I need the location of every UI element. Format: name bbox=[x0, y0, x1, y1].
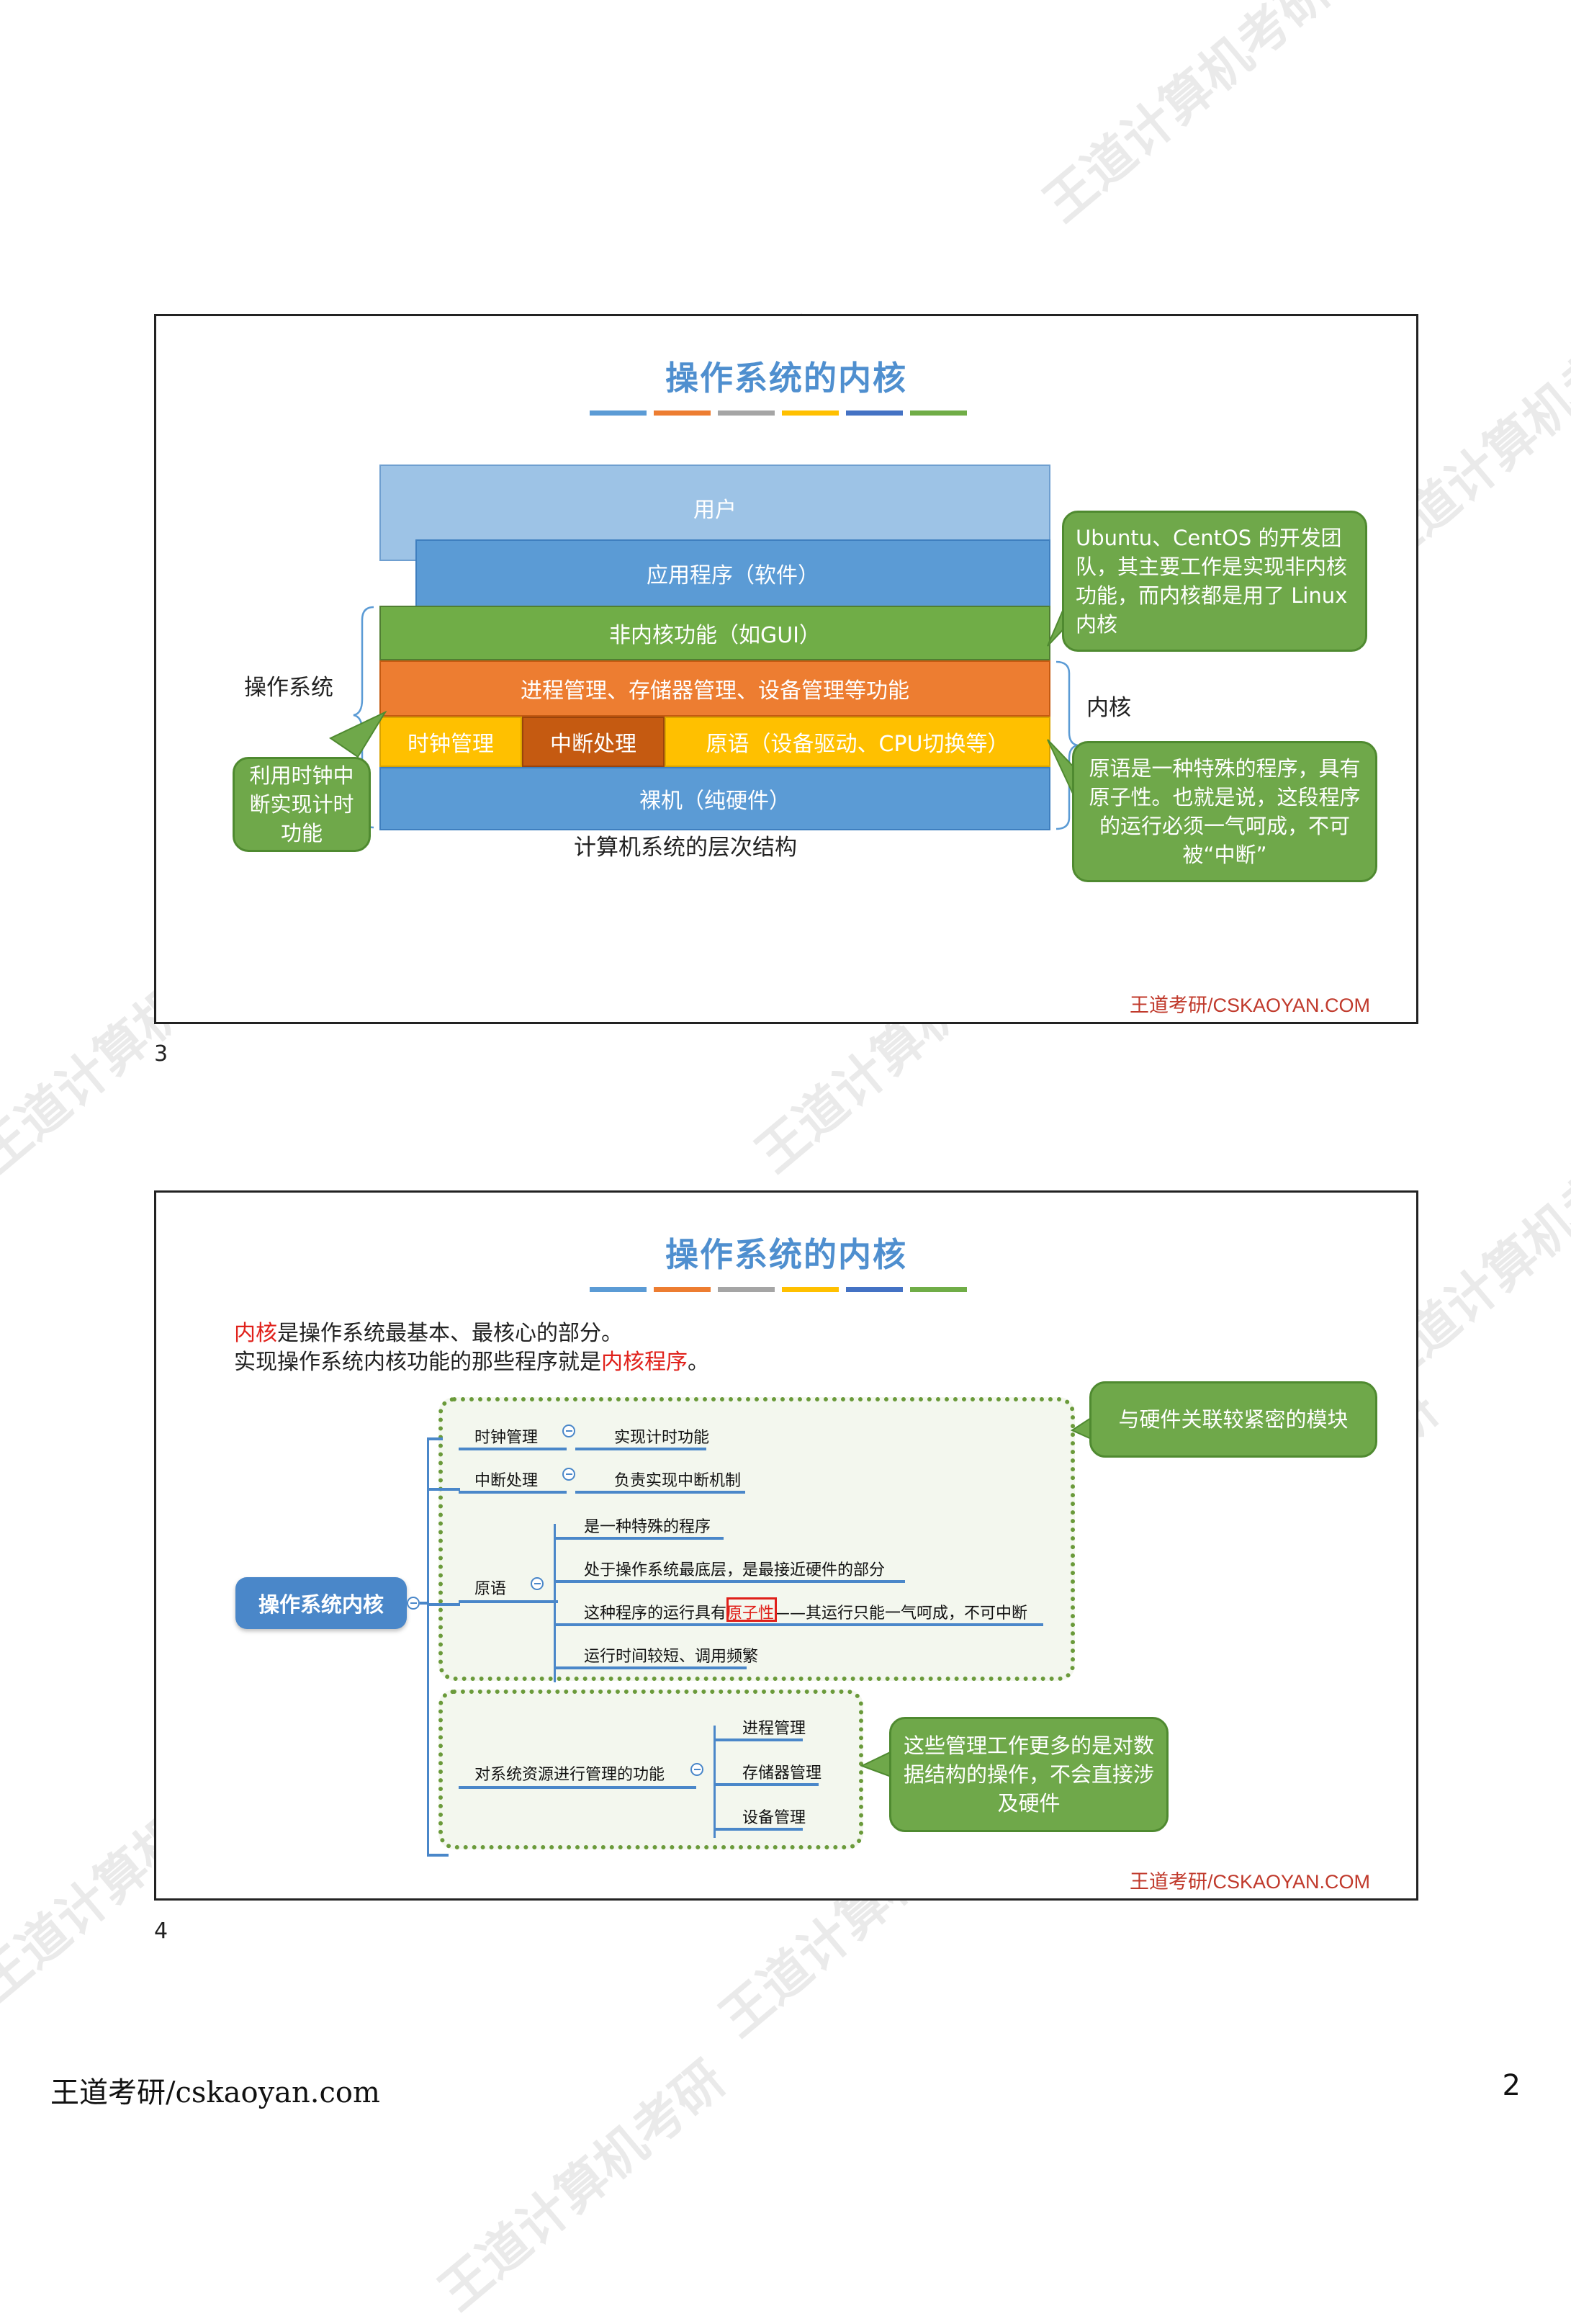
collapse-icon[interactable] bbox=[407, 1597, 420, 1610]
connector bbox=[554, 1524, 556, 1682]
connector bbox=[427, 1854, 449, 1857]
os-label: 操作系统 bbox=[244, 675, 333, 701]
mindmap-root[interactable]: 操作系统内核 bbox=[235, 1577, 407, 1629]
layer-bare-machine: 裸机（纯硬件） bbox=[379, 767, 1050, 830]
connector bbox=[459, 1448, 567, 1450]
layer-label: 非内核功能（如GUI） bbox=[608, 623, 821, 648]
title-bar bbox=[782, 1287, 839, 1292]
title-bar bbox=[654, 1287, 711, 1292]
slide-number: 4 bbox=[154, 1919, 168, 1944]
title-bar bbox=[910, 1287, 967, 1292]
connector bbox=[459, 1600, 558, 1603]
title-bar bbox=[590, 410, 647, 416]
footer-brand: 王道考研/CSKAOYAN.COM bbox=[1129, 1871, 1370, 1893]
connector bbox=[554, 1623, 1043, 1626]
connector bbox=[714, 1726, 716, 1838]
title-bar bbox=[654, 410, 711, 416]
layer-label: 应用程序（软件） bbox=[647, 563, 819, 588]
connector bbox=[427, 1437, 443, 1440]
page-number: 2 bbox=[1502, 2069, 1521, 2102]
callout-data-structures: 这些管理工作更多的是对数据结构的操作，不会直接涉及硬件 bbox=[889, 1717, 1169, 1832]
highlight-box bbox=[726, 1597, 777, 1622]
node-prim-c3[interactable]: 这种程序的运行具有原子性——其运行只能一气呵成，不可中断 bbox=[584, 1605, 1028, 1623]
title-bar bbox=[782, 410, 839, 416]
node-prim-c1[interactable]: 是一种特殊的程序 bbox=[584, 1518, 711, 1536]
node-interrupt-child[interactable]: 负责实现中断机制 bbox=[614, 1472, 742, 1490]
title-bar bbox=[718, 1287, 775, 1292]
intro-line: 实现操作系统内核功能的那些程序就是内核程序。 bbox=[234, 1350, 709, 1375]
intro-text: 内核是操作系统最基本、最核心的部分。 实现操作系统内核功能的那些程序就是内核程序… bbox=[234, 1319, 709, 1377]
page-footer-brand: 王道考研/cskaoyan.com bbox=[50, 2076, 380, 2109]
node-res-c3[interactable]: 设备管理 bbox=[742, 1809, 806, 1827]
connector bbox=[427, 1603, 460, 1606]
slide-title: 操作系统的内核 bbox=[665, 1235, 907, 1274]
layer-clock: 时钟管理 bbox=[379, 717, 522, 767]
title-color-bars bbox=[590, 410, 967, 416]
connector bbox=[575, 1448, 706, 1450]
callout-primitive: 原语是一种特殊的程序，具有原子性。也就是说，这段程序的运行必须一气呵成，不可被“… bbox=[1072, 741, 1377, 882]
collapse-icon[interactable] bbox=[562, 1468, 575, 1481]
slide-kernel-layers: 操作系统的内核 用户 应用程序（软件） 非内核功能（如GUI） 进程管理、存储器… bbox=[154, 314, 1418, 1024]
node-interrupt[interactable]: 中断处理 bbox=[474, 1472, 539, 1490]
connector bbox=[554, 1580, 905, 1583]
connector bbox=[575, 1491, 745, 1494]
connector bbox=[420, 1602, 428, 1605]
layer-process-mgmt: 进程管理、存储器管理、设备管理等功能 bbox=[379, 660, 1050, 717]
callout-pointer bbox=[329, 710, 387, 758]
kernel-label: 内核 bbox=[1086, 695, 1131, 721]
connector bbox=[554, 1537, 724, 1540]
connector bbox=[459, 1491, 567, 1494]
callout-ubuntu: Ubuntu、CentOS 的开发团队，其主要工作是实现非内核功能，而内核都是用… bbox=[1062, 511, 1367, 652]
watermark: 王道计算机考研 bbox=[428, 2049, 737, 2322]
callout-hardware: 与硬件关联较紧密的模块 bbox=[1089, 1381, 1377, 1458]
collapse-icon[interactable] bbox=[562, 1425, 575, 1437]
node-resource[interactable]: 对系统资源进行管理的功能 bbox=[474, 1766, 665, 1784]
layer-primitive: 原语（设备驱动、CPU切换等） bbox=[665, 717, 1050, 767]
collapse-icon[interactable] bbox=[690, 1763, 703, 1776]
layer-non-kernel: 非内核功能（如GUI） bbox=[379, 606, 1050, 660]
node-prim-c2[interactable]: 处于操作系统最底层，是最接近硬件的部分 bbox=[584, 1561, 886, 1579]
node-prim-c4[interactable]: 运行时间较短、调用频繁 bbox=[584, 1648, 759, 1666]
slide-number: 3 bbox=[154, 1041, 168, 1067]
title-bar bbox=[846, 1287, 903, 1292]
layer-label: 时钟管理 bbox=[408, 732, 494, 757]
connector bbox=[427, 1488, 460, 1491]
node-clock-child[interactable]: 实现计时功能 bbox=[614, 1429, 710, 1447]
layer-label: 进程管理、存储器管理、设备管理等功能 bbox=[521, 678, 909, 704]
node-primitive[interactable]: 原语 bbox=[474, 1580, 507, 1598]
connector bbox=[427, 1437, 429, 1855]
resource-group bbox=[438, 1690, 863, 1849]
watermark: 王道计算机考研 bbox=[1032, 0, 1341, 233]
connector bbox=[714, 1738, 803, 1741]
connector bbox=[554, 1666, 747, 1669]
layer-label: 原语（设备驱动、CPU切换等） bbox=[706, 732, 1009, 757]
title-bar bbox=[718, 410, 775, 416]
layer-apps: 应用程序（软件） bbox=[415, 539, 1050, 607]
collapse-icon[interactable] bbox=[531, 1577, 544, 1590]
caption: 计算机系统的层次结构 bbox=[574, 835, 797, 861]
title-bar bbox=[910, 410, 967, 416]
title-bar bbox=[846, 410, 903, 416]
layer-label: 裸机（纯硬件） bbox=[639, 789, 791, 814]
layer-label: 中断处理 bbox=[550, 732, 636, 757]
intro-line: 内核是操作系统最基本、最核心的部分。 bbox=[234, 1321, 623, 1346]
node-clock[interactable]: 时钟管理 bbox=[474, 1429, 539, 1447]
layer-interrupt: 中断处理 bbox=[522, 717, 665, 767]
callout-clock: 利用时钟中断实现计时功能 bbox=[233, 757, 371, 852]
connector bbox=[714, 1783, 819, 1786]
footer-brand: 王道考研/CSKAOYAN.COM bbox=[1129, 995, 1370, 1016]
slide-kernel-mindmap: 操作系统的内核 内核是操作系统最基本、最核心的部分。 实现操作系统内核功能的那些… bbox=[154, 1190, 1418, 1901]
connector bbox=[459, 1786, 696, 1789]
node-res-c2[interactable]: 存储器管理 bbox=[742, 1764, 822, 1782]
slide-title: 操作系统的内核 bbox=[665, 359, 907, 398]
title-color-bars bbox=[590, 1287, 967, 1292]
connector bbox=[714, 1828, 803, 1831]
hardware-group bbox=[438, 1397, 1075, 1681]
node-res-c1[interactable]: 进程管理 bbox=[742, 1720, 806, 1738]
layer-label: 用户 bbox=[693, 498, 737, 523]
title-bar bbox=[590, 1287, 647, 1292]
